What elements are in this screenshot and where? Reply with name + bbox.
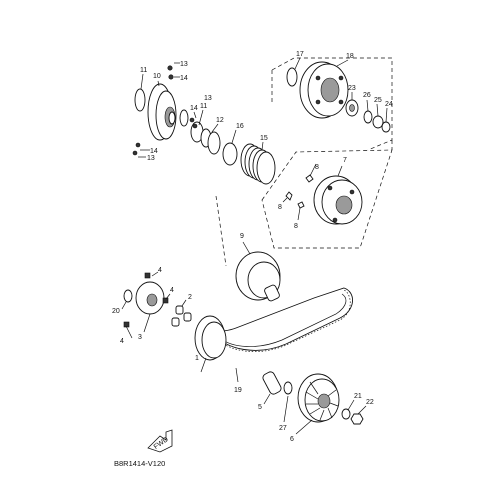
shoe-spring-8c [297,201,305,209]
slider-14-mid [189,117,195,123]
callout-9: 9 [240,233,244,240]
collar [179,109,189,127]
slider-4b [162,297,169,304]
seal-17 [286,67,298,87]
weight-2c [171,317,180,327]
callout-23: 23 [348,85,356,92]
callout-8c: 8 [294,223,298,230]
callout-14c: 14 [150,148,158,155]
slider-4a [144,272,151,279]
callout-22: 22 [366,399,374,406]
v-belt-19 [213,287,353,383]
callout-19: 19 [234,387,242,394]
callout-27: 27 [279,425,287,432]
shoe-spring-8b [285,191,293,201]
diagram-code: B8R1414-V120 [114,459,165,468]
weight-2b [183,312,192,322]
compression-spring-15 [240,143,276,185]
carrier-bounds [261,149,393,249]
callout-6: 6 [290,436,294,443]
washer-21 [341,408,351,420]
weight-2a [175,305,184,315]
callout-25: 25 [374,97,382,104]
callout-14b: 14 [190,105,198,112]
callout-13a: 13 [180,61,188,68]
callout-5: 5 [258,404,262,411]
nut-22 [350,413,364,425]
callout-26: 26 [363,92,371,99]
pin-13-bottom [132,150,138,156]
callout-13c: 13 [147,155,155,162]
primary-sliding-sheave-assembly [121,271,227,373]
callout-13b: 13 [204,95,212,102]
primary-fixed-sheave-assembly [235,241,281,302]
clutch-housing-assembly [271,57,393,151]
callout-1: 1 [195,355,199,362]
callout-14a: 14 [180,75,188,82]
dash-connector-left [215,195,227,267]
slider-14-bottom [135,142,141,148]
callout-11b: 11 [200,103,207,110]
callout-15: 15 [260,135,268,142]
callout-8a: 8 [315,164,319,171]
primary-drive-assembly [262,371,367,435]
callout-12: 12 [216,117,224,124]
sheave-boss [264,284,280,302]
shoe-spring-8a [305,174,314,183]
fwd-arrow-icon: FWD [147,429,173,453]
slider-14-top [168,74,174,80]
callout-4c: 4 [120,338,124,345]
guide-16 [222,142,238,166]
callout-18: 18 [346,53,354,60]
seal-24 [381,121,391,133]
seal-20 [123,289,133,303]
callout-11a: 11 [140,67,147,74]
callout-10: 10 [153,73,161,80]
pin-13-mid [192,123,198,129]
pin-13-top [167,65,173,71]
callout-4a: 4 [158,267,162,274]
housing-bounds [271,57,393,151]
callout-24: 24 [385,101,393,108]
callout-7: 7 [343,157,347,164]
callout-17: 17 [296,51,304,58]
o-ring-12c [207,131,221,155]
secondary-sheave-assembly [132,62,276,185]
bearing-26 [363,110,373,124]
clutch-carrier-assembly [261,149,393,249]
callout-labels: 1 2 3 4 4 4 5 6 7 8 8 8 9 10 11 11 12 13… [112,51,393,443]
callout-4b: 4 [170,287,174,294]
washer-27 [283,381,293,395]
callout-20: 20 [112,308,120,315]
circlip-11 [134,88,146,112]
callout-8b: 8 [278,204,282,211]
primary-fan-6 [297,373,340,423]
callout-21: 21 [354,393,362,400]
collar-5 [262,371,282,395]
callout-2: 2 [188,294,192,301]
callout-16: 16 [236,123,244,130]
callout-3: 3 [138,334,142,341]
circlip-25 [372,115,384,129]
